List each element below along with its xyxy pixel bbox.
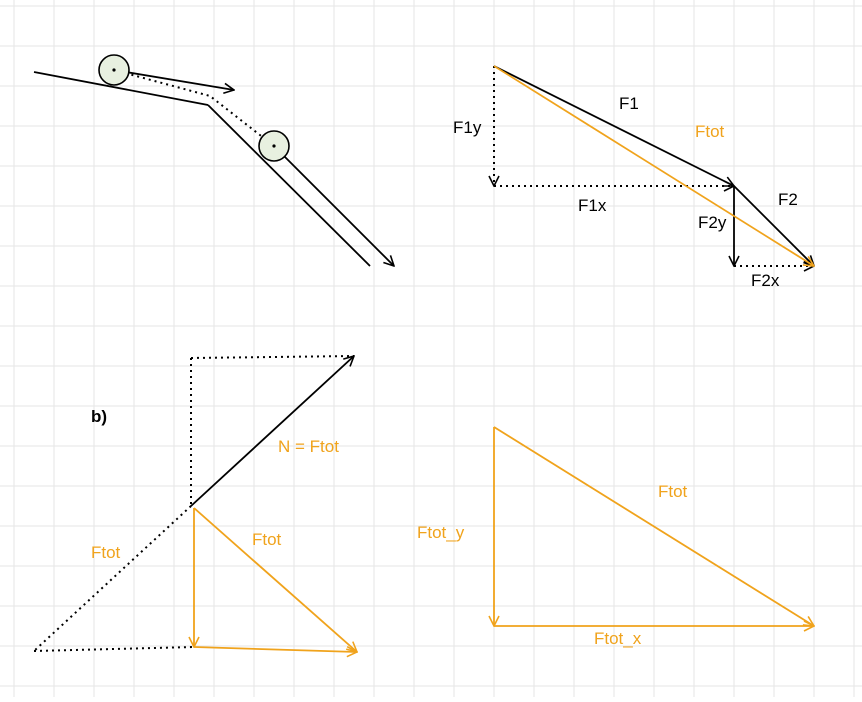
f2-vector bbox=[733, 185, 814, 266]
label-f1y: F1y bbox=[453, 118, 482, 137]
label-ftot-x: Ftot_x bbox=[594, 629, 642, 648]
ball-2-center bbox=[272, 144, 276, 148]
f1-vector bbox=[493, 65, 734, 187]
ftot-x-vector-left bbox=[193, 647, 357, 652]
reaction-diagonal-dotted bbox=[33, 505, 192, 652]
label-ftot-left: Ftot bbox=[91, 543, 121, 562]
normal-x-dotted bbox=[190, 355, 355, 359]
slope-diagram bbox=[33, 54, 394, 267]
label-n-ftot: N = Ftot bbox=[278, 437, 339, 456]
label-ftot-mid: Ftot bbox=[252, 530, 282, 549]
label-f1x: F1x bbox=[578, 196, 607, 215]
slope-line-upper bbox=[33, 71, 209, 106]
ftot-vector-left bbox=[193, 507, 357, 652]
label-part-b: b) bbox=[91, 407, 107, 426]
resultant-triangle: Ftot Ftot_y Ftot_x bbox=[417, 426, 814, 648]
reaction-bottom-dotted bbox=[33, 646, 195, 652]
label-ftot-bottom-right: Ftot bbox=[658, 482, 688, 501]
velocity-arrow-2 bbox=[273, 145, 394, 266]
ftot-vector-top bbox=[493, 65, 814, 266]
vector-addition-diagram: F1 Ftot F1y F1x F2 F2y F2x bbox=[453, 65, 814, 290]
velocity-arrow-1 bbox=[113, 69, 234, 90]
label-f1: F1 bbox=[619, 94, 639, 113]
label-f2y: F2y bbox=[698, 213, 727, 232]
label-ftot-top: Ftot bbox=[695, 122, 725, 141]
ftot-vector-bottom bbox=[493, 426, 814, 626]
normal-force-vector bbox=[190, 356, 354, 507]
label-f2: F2 bbox=[778, 190, 798, 209]
label-f2x: F2x bbox=[751, 271, 780, 290]
ball-1-center bbox=[112, 68, 116, 72]
label-ftot-y: Ftot_y bbox=[417, 523, 465, 542]
slope-line-steep bbox=[207, 104, 371, 267]
ball-path-dotted bbox=[113, 69, 275, 147]
part-b-diagram: b) N = Ftot Ftot Ftot bbox=[33, 355, 357, 652]
